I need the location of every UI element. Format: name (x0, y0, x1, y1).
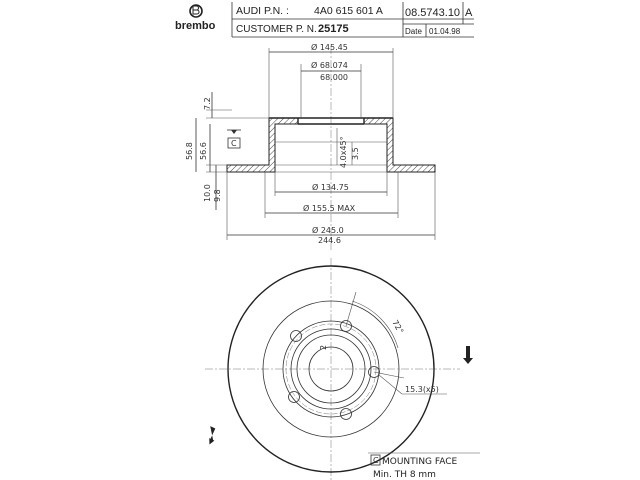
bolt-hole (340, 320, 352, 332)
bolt-hole (290, 330, 302, 342)
dim-thickness-b: 9.8 (213, 189, 222, 202)
dim-center-bore-a: Ø 68.074 (311, 60, 348, 70)
bolt-hole (288, 391, 300, 403)
dim-center-bore-b: 68.000 (320, 73, 348, 82)
braking-surface-inner (262, 300, 400, 438)
front-view: 72° 2 15.3(x5) (205, 258, 473, 480)
disc-outer-edge (227, 265, 435, 473)
datum-marker-icon (231, 130, 237, 134)
title-block: brembo AUDI P.N. : 4A0 615 601 A CUSTOME… (175, 2, 474, 38)
note-mounting-face: MOUNTING FACE (382, 457, 458, 467)
dim-bolt-hole: 15.3(x5) (405, 385, 439, 394)
drawing-revision: A (465, 7, 473, 19)
bolt-holes (288, 320, 380, 420)
dim-hat-outer: Ø 145.45 (311, 42, 348, 52)
notes: C MOUNTING FACE Min. TH 8 mm (368, 452, 480, 480)
center-bore (308, 346, 354, 392)
title-line2-label: CUSTOMER P. N. (236, 24, 317, 35)
brembo-logo: brembo (175, 4, 216, 32)
dim-chamfer-depth: 3.5 (351, 147, 360, 160)
title-line1-label: AUDI P.N. : (236, 5, 289, 17)
bolt-hole (368, 366, 380, 378)
datum-box (370, 454, 381, 466)
dim-chamfer: 4.0x45° (339, 136, 348, 168)
dim-outer-a: Ø 245.0 (312, 225, 344, 235)
view-arrow-icon (209, 426, 216, 445)
dim-top-height: 7.2 (203, 97, 212, 110)
dim-inner: Ø 134.75 (312, 182, 349, 192)
section-view: Ø 145.45 Ø 68.074 68.000 7.2 56.8 56.6 1… (185, 42, 436, 250)
brand-name: brembo (175, 20, 216, 32)
axis-marker: 2 (319, 345, 328, 350)
dim-max: Ø 155.5 MAX (303, 203, 356, 213)
title-line1-value: 4A0 615 601 A (314, 5, 383, 17)
date-label: Date (405, 27, 422, 36)
dim-angle: 72° (390, 319, 405, 336)
view-arrow-icon (463, 346, 473, 364)
brembo-logo-mark-icon (189, 4, 203, 18)
note-min-thickness: Min. TH 8 mm (373, 470, 436, 480)
dim-total-height-b: 56.6 (199, 142, 208, 160)
drawing-code: 08.5743.10 (405, 7, 460, 19)
dim-total-height-a: 56.8 (185, 142, 194, 160)
dim-outer-b: 244.6 (318, 236, 341, 245)
title-line2-value: 25175 (318, 23, 349, 35)
dim-thickness-a: 10.0 (203, 184, 212, 202)
date-value: 01.04.98 (429, 27, 461, 36)
note-datum-label: C (373, 456, 379, 465)
datum-box (227, 137, 241, 149)
bolt-hole (340, 408, 352, 420)
datum-label: C (231, 139, 237, 148)
